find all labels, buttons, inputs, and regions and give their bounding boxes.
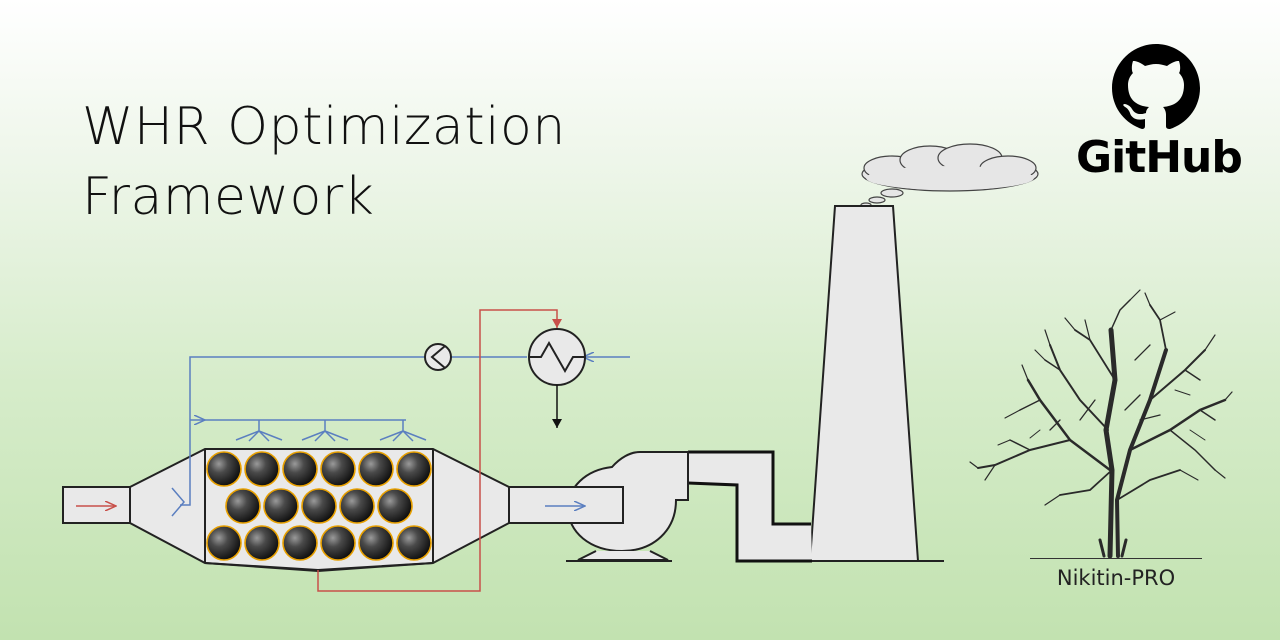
page-title: WHR Optimization Framework <box>82 92 566 232</box>
heat-exchanger-icon <box>528 328 586 428</box>
github-octocat-icon <box>1112 44 1200 129</box>
water-spray-line <box>180 357 630 506</box>
heat-exchanger-scrubber <box>129 448 510 573</box>
author-label: Nikitin-PRO <box>1056 566 1176 590</box>
github-label: GitHub <box>1076 132 1243 183</box>
chimney-stack <box>805 205 944 562</box>
github-badge[interactable]: GitHub <box>1076 40 1243 183</box>
author-divider <box>1030 558 1202 559</box>
title-line-2: Framework <box>82 167 375 227</box>
packing-balls <box>206 451 432 561</box>
pump-icon <box>424 343 452 371</box>
tree-icon <box>969 289 1233 559</box>
inlet-duct <box>62 486 131 524</box>
outlet-duct <box>508 486 624 524</box>
hot-flue-line <box>317 309 562 592</box>
exhaust-duct <box>687 450 812 563</box>
smoke-cloud-icon <box>860 143 1039 208</box>
title-line-1: WHR Optimization <box>82 97 566 157</box>
spray-nozzles <box>235 420 427 442</box>
